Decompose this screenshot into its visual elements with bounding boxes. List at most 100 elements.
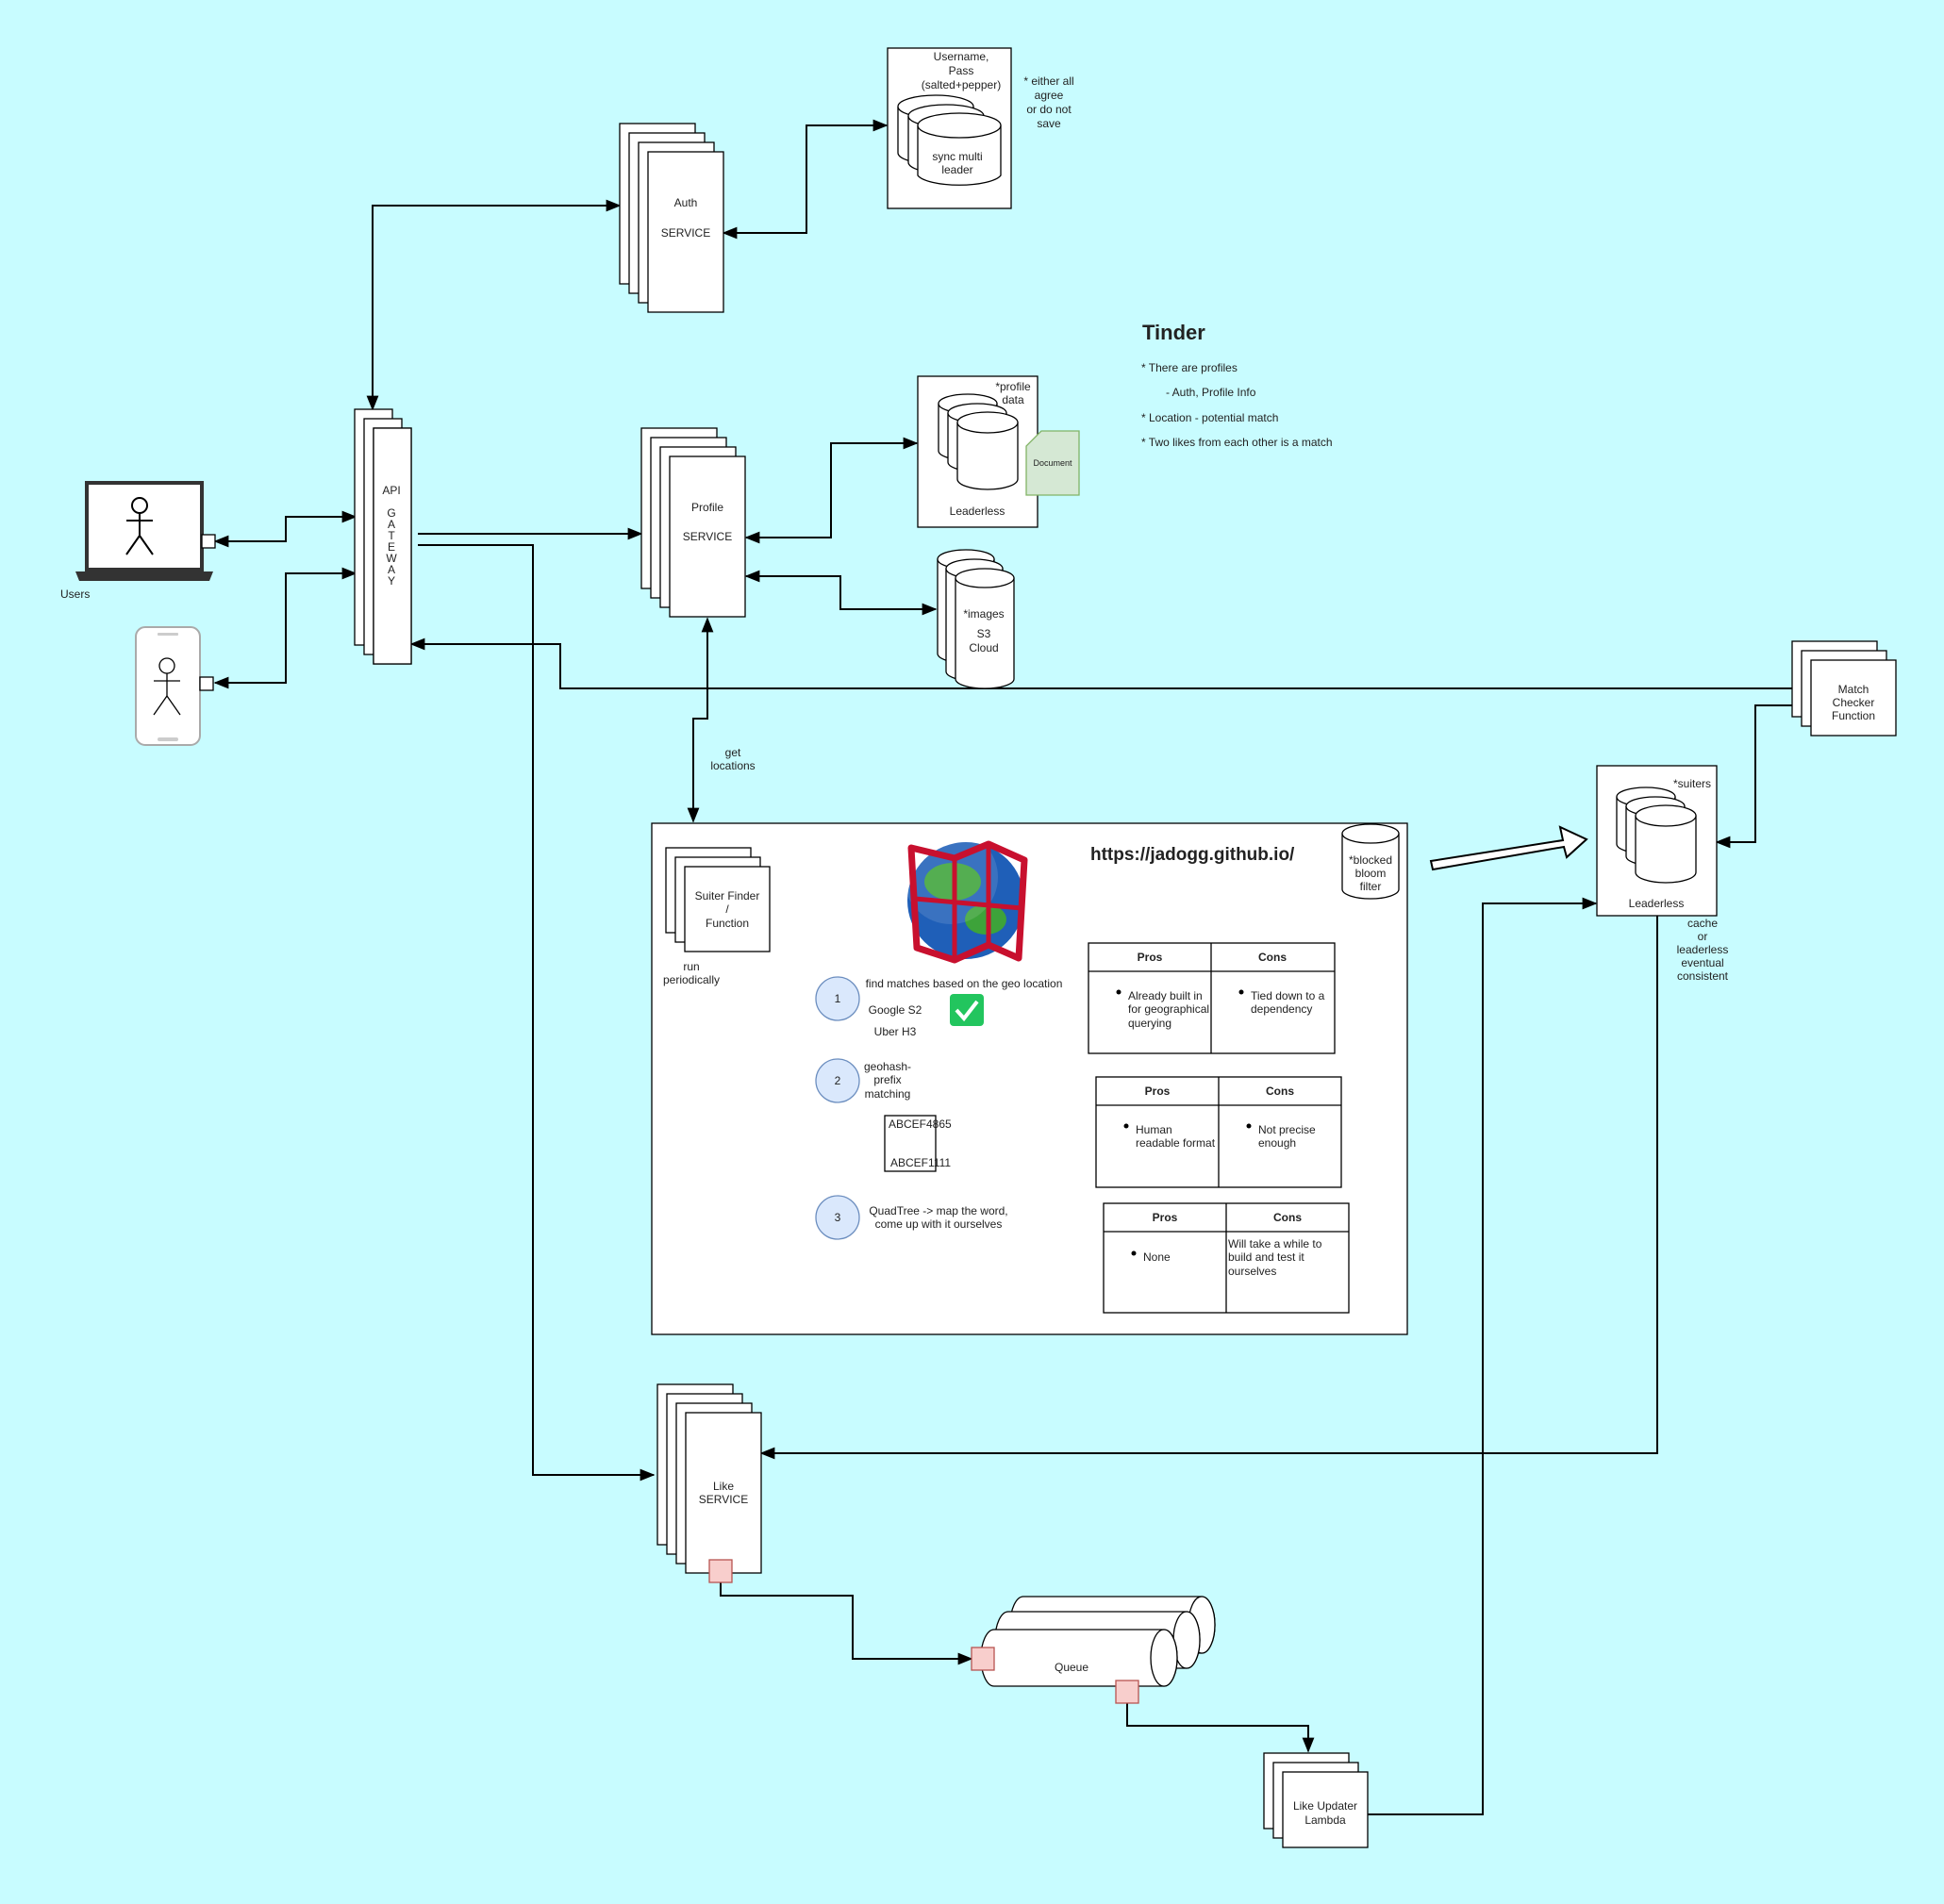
like-output-port	[708, 1559, 733, 1583]
bloom-filter-db[interactable]: *blocked bloom filter	[1341, 823, 1400, 900]
user-figure-icon	[153, 657, 181, 716]
option-2: 2 geohash- prefix matching ABCEF4865 ABC…	[815, 1058, 952, 1172]
auth-db-cyl-line: sync multi	[932, 150, 982, 163]
profile-service-label: SERVICE	[683, 530, 732, 543]
suiter-finder-function[interactable]: Suiter Finder / Function run periodicall…	[663, 847, 771, 986]
database-icon	[897, 94, 1002, 186]
suiter-finder-note: run	[683, 960, 699, 973]
users-label: Users	[60, 588, 90, 601]
authdb-note-line: save	[1037, 117, 1061, 130]
note-line: * Two likes from each other is a match	[1141, 436, 1333, 449]
hollow-arrow	[1429, 825, 1588, 871]
pros-item: readable format	[1136, 1136, 1216, 1150]
gw-text-line: API	[382, 484, 400, 497]
images-db-line: S3	[977, 627, 991, 640]
like-label: Like	[713, 1480, 734, 1493]
option-number-badge	[815, 976, 860, 1021]
laptop-user[interactable]: Users	[60, 481, 216, 601]
suiters-db-label: Leaderless	[1629, 897, 1685, 910]
gw-text-line: G	[387, 506, 395, 520]
phone-user[interactable]	[135, 626, 214, 746]
images-db-line: Cloud	[969, 641, 998, 654]
connectors	[213, 119, 1792, 1815]
option-sub: Uber H3	[874, 1025, 917, 1038]
auth-db-arrow	[722, 119, 889, 240]
option-3: 3 QuadTree -> map the word, come up with…	[815, 1195, 1008, 1240]
like-updater-line: Lambda	[1304, 1813, 1346, 1827]
suiter-finder-line: /	[725, 902, 729, 916]
pros-header: Pros	[1138, 951, 1163, 964]
cons-header: Cons	[1266, 1084, 1294, 1098]
authdb-label-line: (salted+pepper)	[922, 78, 1001, 91]
option-text: geohash-	[864, 1060, 911, 1073]
check-icon	[950, 994, 984, 1026]
queue-output-port	[1115, 1680, 1139, 1704]
auth-db[interactable]: Username,Pass(salted+pepper) sync multi …	[887, 47, 1074, 209]
authdb-note-line: * either all	[1023, 75, 1073, 88]
queue-input-port	[971, 1647, 995, 1671]
pros-item: querying	[1128, 1017, 1171, 1030]
laptop-gateway-arrow	[213, 510, 357, 548]
geo-matching-panel: https://jadogg.github.io/ *blocked bloom…	[651, 822, 1408, 1335]
profile-db-note: *profile	[995, 380, 1031, 393]
option-number-badge	[815, 1058, 860, 1103]
pros-cons-table-1: Pros Cons Already built in for geographi…	[1088, 942, 1336, 1054]
profile-images-arrow	[744, 570, 938, 616]
like-updater-lambda[interactable]: Like Updater Lambda	[1263, 1752, 1369, 1848]
like-queue-arrow	[720, 1572, 973, 1665]
like-service-label: SERVICE	[699, 1493, 748, 1506]
phone-gateway-arrow	[213, 567, 357, 689]
option-text: QuadTree -> map the word,	[869, 1204, 1007, 1217]
option-number: 2	[835, 1074, 841, 1087]
pros-item: Already built in	[1128, 989, 1203, 1002]
images-db[interactable]: *images S3 Cloud	[937, 549, 1015, 689]
match-checker-function[interactable]: Match Checker Function	[1791, 640, 1897, 737]
option-text: prefix	[873, 1073, 901, 1086]
suiters-caption-line: cache	[1687, 917, 1718, 930]
profile-db-label: Leaderless	[950, 505, 1005, 518]
suiters-caption-line: or	[1698, 930, 1708, 943]
option-text: find matches based on the geo location	[866, 977, 1063, 990]
bloom-line: filter	[1360, 880, 1382, 893]
gateway-like-arrow	[418, 544, 656, 1482]
url-text[interactable]: https://jadogg.github.io/	[1090, 845, 1295, 865]
auth-service[interactable]: Auth SERVICE	[619, 123, 724, 313]
pros-item: None	[1143, 1250, 1171, 1264]
database-icon	[1616, 786, 1697, 884]
pros-cons-table-2: Pros Cons Human readable format Not prec…	[1095, 1076, 1342, 1188]
match-checker-line: Checker	[1833, 696, 1875, 709]
option-sub: Google S2	[869, 1003, 922, 1017]
pros-item: Human	[1136, 1123, 1172, 1136]
pros-item: for geographical	[1128, 1002, 1209, 1016]
pros-cons-table-3: Pros Cons None Will take a while to buil…	[1103, 1202, 1350, 1314]
like-service[interactable]: Like SERVICE	[656, 1383, 762, 1583]
cons-item: enough	[1258, 1136, 1296, 1150]
option-sub: ABCEF4865	[889, 1118, 952, 1131]
profile-service[interactable]: Profile SERVICE	[640, 427, 746, 618]
notes-block: Tinder * There are profiles - Auth, Prof…	[1141, 321, 1333, 449]
auth-db-cyl-line: leader	[941, 163, 972, 176]
queue[interactable]: Queue	[971, 1596, 1216, 1704]
pros-header: Pros	[1145, 1084, 1171, 1098]
suiters-caption-line: consistent	[1677, 969, 1729, 983]
option-sub: ABCEF1111	[890, 1156, 951, 1169]
note-line: - Auth, Profile Info	[1166, 386, 1256, 399]
cons-item: Will take a while to	[1228, 1237, 1322, 1250]
get-locations-label: get	[725, 746, 741, 759]
bloom-line: bloom	[1355, 867, 1387, 880]
like-updater-line: Like Updater	[1293, 1799, 1357, 1813]
gateway-auth-arrow	[366, 199, 622, 411]
suiter-finder-line: Function	[706, 917, 749, 930]
suiters-caption-line: leaderless	[1677, 943, 1729, 956]
match-checker-line: Function	[1832, 709, 1875, 722]
profile-locations-arrow	[687, 617, 714, 823]
authdb-note-line: or do not	[1026, 103, 1072, 116]
cons-header: Cons	[1273, 1211, 1302, 1224]
queue-likeupdater-arrow	[1126, 1700, 1315, 1753]
profile-db[interactable]: *profile data Leaderless Document	[917, 375, 1080, 528]
laptop-base	[75, 571, 213, 581]
option-number: 3	[835, 1211, 841, 1224]
